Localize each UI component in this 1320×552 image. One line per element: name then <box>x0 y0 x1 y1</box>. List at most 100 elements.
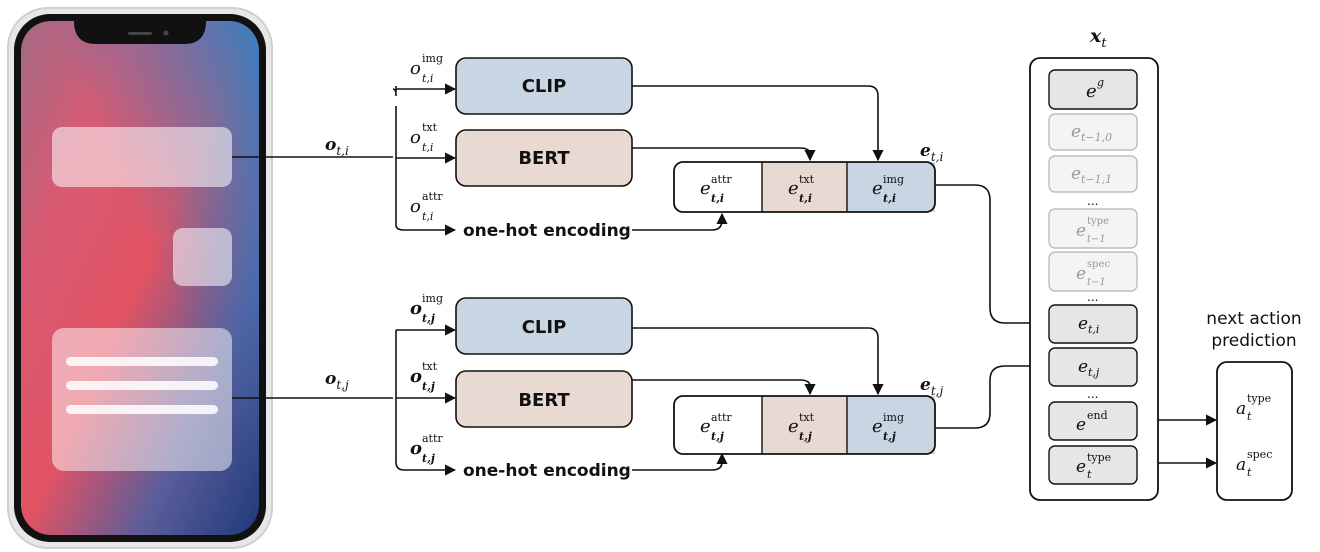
svg-text:t,i: t,i <box>422 141 433 154</box>
svg-text:spec: spec <box>1087 259 1110 270</box>
svg-text:o: o <box>410 438 422 459</box>
svg-text:t: t <box>1087 468 1092 481</box>
svg-text:t,i: t,i <box>799 192 812 205</box>
ui-element-small <box>173 228 232 286</box>
svg-text:e: e <box>1071 164 1081 184</box>
svg-text:t,i: t,i <box>883 192 896 205</box>
seq-item-prev-type: e type t−1 <box>1048 208 1138 249</box>
svg-text:o: o <box>410 366 422 387</box>
svg-text:CLIP: CLIP <box>522 76 567 97</box>
svg-text:attr: attr <box>422 432 443 445</box>
sequence-panel: xt e g e t−1,0 e t−1,1 ... e type t−1 e <box>1029 25 1159 501</box>
svg-text:t−1,1: t−1,1 <box>1081 173 1112 186</box>
seq-item-prev-0: e t−1,0 <box>1048 113 1138 151</box>
svg-text:txt: txt <box>799 411 815 424</box>
svg-text:o: o <box>410 196 421 217</box>
svg-text:img: img <box>422 292 443 305</box>
output-action-spec: a spec t <box>1236 448 1272 479</box>
svg-text:t,j: t,j <box>799 430 812 443</box>
bottom-branch: ot,j o img t,j o txt t,j o attr t,j CLIP… <box>325 292 943 481</box>
input-label-txt-j: o txt t,j <box>410 360 438 393</box>
seq-item-ti: e t,i <box>1048 304 1138 344</box>
cell-attr-j: e attr t,j <box>700 411 732 443</box>
svg-text:t−1: t−1 <box>1087 277 1106 288</box>
svg-text:end: end <box>1087 409 1108 422</box>
svg-text:o: o <box>410 298 422 319</box>
one-hot-label-j: one-hot encoding <box>463 461 631 481</box>
concat-embedding-i: e attr t,i e txt t,i e img t,i <box>673 161 936 213</box>
svg-text:t−1,0: t−1,0 <box>1081 131 1112 144</box>
svg-text:e: e <box>1071 122 1081 142</box>
svg-text:img: img <box>422 52 443 65</box>
svg-text:a: a <box>1236 455 1246 475</box>
seq-item-prev-spec: e spec t−1 <box>1048 251 1138 292</box>
bert-encoder-i: BERT <box>455 129 633 187</box>
svg-text:t,j: t,j <box>883 430 896 443</box>
svg-text:t: t <box>1247 410 1252 423</box>
ui-element-i <box>52 127 232 187</box>
ui-element-j <box>52 328 232 471</box>
svg-text:txt: txt <box>422 360 438 373</box>
prediction-title-line2: prediction <box>1211 331 1296 351</box>
cell-txt-i: e txt t,i <box>788 173 815 205</box>
input-label-attr-j: o attr t,j <box>410 432 443 465</box>
svg-text:type: type <box>1087 216 1109 227</box>
prediction-panel: next action prediction a type t a spec t <box>1206 309 1302 501</box>
input-label-img-i: o img t,i <box>410 52 443 85</box>
svg-text:BERT: BERT <box>518 148 570 169</box>
seq-ellipsis-3: ... <box>1087 387 1098 401</box>
svg-text:e: e <box>1076 264 1086 284</box>
seq-item-tj: e t,j <box>1048 347 1138 387</box>
seq-item-type: e type t <box>1048 445 1138 485</box>
svg-text:txt: txt <box>422 121 438 134</box>
concat-embedding-j: e attr t,j e txt t,j e img t,j <box>673 395 936 455</box>
obs-label-i: ot,i <box>325 135 349 158</box>
input-label-txt-i: o txt t,i <box>410 121 438 154</box>
obs-label-j: ot,j <box>325 369 349 392</box>
svg-text:spec: spec <box>1247 448 1272 461</box>
svg-text:a: a <box>1236 399 1246 419</box>
prediction-title-line1: next action <box>1206 309 1301 329</box>
svg-text:img: img <box>883 411 904 424</box>
svg-text:o: o <box>410 127 421 148</box>
svg-text:e: e <box>700 178 711 199</box>
cell-img-j: e img t,j <box>872 411 904 443</box>
seq-ellipsis-2: ... <box>1087 290 1098 304</box>
bert-encoder-j: BERT <box>455 370 633 428</box>
cell-attr-i: e attr t,i <box>700 173 732 205</box>
smartphone-icon <box>7 7 273 549</box>
cell-img-i: e img t,i <box>872 173 904 205</box>
svg-text:t−1: t−1 <box>1087 234 1106 245</box>
svg-text:CLIP: CLIP <box>522 317 567 338</box>
svg-text:t,j: t,j <box>1088 366 1100 379</box>
cell-txt-j: e txt t,j <box>788 411 815 443</box>
svg-text:type: type <box>1087 451 1111 464</box>
svg-text:attr: attr <box>422 190 443 203</box>
svg-text:t,j: t,j <box>422 380 435 393</box>
svg-text:e: e <box>1076 457 1086 477</box>
concat-label-j: et,j <box>920 375 943 398</box>
top-branch: ot,i o img t,i o txt t,i o attr t,i CLIP… <box>325 52 943 241</box>
svg-text:t,i: t,i <box>422 210 433 223</box>
svg-text:type: type <box>1247 392 1271 405</box>
clip-encoder-j: CLIP <box>455 297 633 355</box>
svg-text:txt: txt <box>799 173 815 186</box>
svg-text:e: e <box>1086 81 1097 102</box>
input-label-img-j: o img t,j <box>410 292 443 325</box>
svg-text:attr: attr <box>711 173 732 186</box>
seq-item-global: e g <box>1048 69 1138 110</box>
svg-text:g: g <box>1097 76 1104 89</box>
svg-text:e: e <box>788 178 799 199</box>
svg-text:t,j: t,j <box>422 452 435 465</box>
svg-text:img: img <box>883 173 904 186</box>
svg-text:e: e <box>700 416 711 437</box>
svg-text:t,i: t,i <box>711 192 724 205</box>
svg-text:t,i: t,i <box>1088 323 1099 336</box>
concat-label-i: et,i <box>920 141 943 164</box>
svg-text:t,j: t,j <box>422 312 435 325</box>
svg-text:attr: attr <box>711 411 732 424</box>
connectors <box>232 83 1218 476</box>
output-action-type: a type t <box>1236 392 1271 423</box>
one-hot-label-i: one-hot encoding <box>463 221 631 241</box>
